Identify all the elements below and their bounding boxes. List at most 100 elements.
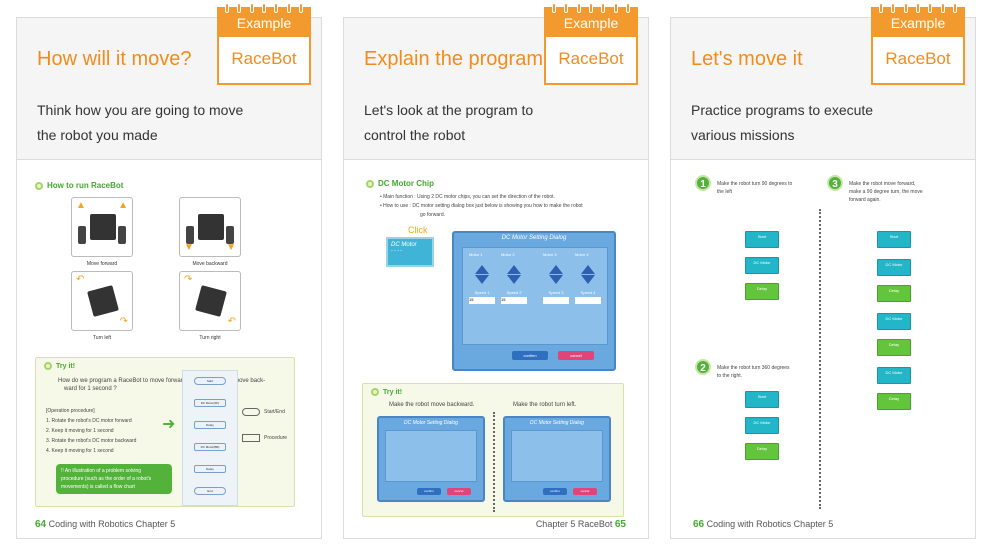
- tag-label-text: Example: [236, 15, 292, 31]
- mission-text: make a 90 degree turn, the move: [849, 189, 923, 195]
- dialog-title: DC Motor Setting Dialog: [501, 235, 567, 241]
- page-number: 66 Coding with Robotics Chapter 5: [693, 519, 834, 530]
- page-number: 64 Coding with Robotics Chapter 5: [35, 519, 176, 530]
- mission-number-badge: 1: [695, 175, 711, 191]
- card-header: Explain the program Let's look at the pr…: [344, 3, 648, 160]
- motor-column: Motor 1 Speed 1 15: [469, 252, 495, 304]
- delay-block: Delay: [877, 339, 911, 356]
- subtitle-line: Let's look at the program to: [364, 102, 534, 118]
- bullet-text: go forward.: [420, 212, 446, 218]
- start-block: Start: [745, 231, 779, 248]
- subtitle-line: control the robot: [364, 127, 466, 143]
- delay-block: Delay: [745, 443, 779, 460]
- binder-rings-icon: [225, 3, 303, 13]
- motor-column: Motor 4 Speed 4: [575, 252, 601, 304]
- tag-label: Example: [219, 3, 309, 37]
- dc-motor-block: DC Motor: [745, 417, 779, 434]
- up-arrow-icon: [469, 265, 495, 274]
- delay-block: Delay: [745, 283, 779, 300]
- page-preview: How to run RaceBot ▲▲ Move forward ▼▼ Mo…: [17, 161, 321, 538]
- click-label: Click: [408, 225, 428, 235]
- procedure-step: 4. Keep it moving for 1 second: [46, 448, 114, 454]
- binder-rings-icon: [552, 3, 630, 13]
- mission-text: the left: [717, 189, 733, 195]
- flow-chart: Start DC Motor(FF) Delay DC Motor(BB) De…: [182, 370, 238, 506]
- card-subtitle: Let's look at the program to control the…: [364, 98, 533, 148]
- tag-label-text: Example: [563, 15, 619, 31]
- page-preview: 1 Make the robot turn 90 degrees to the …: [671, 161, 975, 538]
- dc-motor-setting-dialog: DC Motor Setting Dialog Motor 1 Speed 1 …: [452, 231, 616, 371]
- dialog-body: Motor 1 Speed 1 15 Motor 2 Speed 2 15 Mo…: [462, 247, 608, 345]
- flow-step: DC Motor(FF): [194, 399, 226, 407]
- legend-label: Start/End: [264, 409, 285, 415]
- example-tag: Example RaceBot: [544, 3, 638, 85]
- card-explain-the-program: Explain the program Let's look at the pr…: [343, 3, 649, 539]
- mission-text: forward again.: [849, 197, 881, 203]
- flow-step: DC Motor(BB): [194, 443, 226, 451]
- delay-block: Delay: [877, 285, 911, 302]
- procedure-step: 3. Rotate the robot's DC motor backward: [46, 438, 137, 444]
- motor-column: Motor 2 Speed 2 15: [501, 252, 527, 304]
- card-title: Explain the program: [364, 48, 543, 70]
- subtitle-line: the robot you made: [37, 127, 158, 143]
- legend-label: Procedure: [264, 435, 288, 441]
- binder-rings-icon: [879, 3, 957, 13]
- robot-turn-right-image: ↷↶: [179, 271, 241, 331]
- flow-chart-note: !! An illustration of a problem solving …: [56, 464, 172, 494]
- card-title: Let's move it: [691, 48, 803, 70]
- tag-label: Example: [546, 3, 636, 37]
- flow-start: Start: [194, 377, 226, 385]
- bullet-text: • Main function : Using 2 DC motor chips…: [380, 194, 555, 200]
- arrow-right-icon: ➜: [162, 416, 176, 433]
- start-block: Start: [745, 391, 779, 408]
- try-question: How do we program a RaceBot to move forw…: [58, 378, 266, 384]
- dc-motor-chip: DC Motor- - - -: [386, 237, 434, 267]
- procedure-step: 1. Rotate the robot's DC motor forward: [46, 418, 132, 424]
- tag-label: Example: [873, 3, 963, 37]
- caption: Move backward: [192, 261, 228, 267]
- dc-motor-block: DC Motor: [877, 367, 911, 384]
- robot-backward-image: ▼▼: [179, 197, 241, 257]
- confirm-button[interactable]: confirm: [512, 351, 548, 360]
- tag-label-text: Example: [890, 15, 946, 31]
- flow-step: Delay: [194, 421, 226, 429]
- card-subtitle: Think how you are going to move the robo…: [37, 98, 243, 148]
- divider: [493, 412, 495, 512]
- try-instruction: Make the robot move backward.: [389, 402, 475, 408]
- page-number: Chapter 5 RaceBot 65: [535, 519, 626, 530]
- procedure-heading: [Operation procedure]: [46, 408, 95, 414]
- mission-text: Make the robot turn 90 degrees to: [717, 181, 793, 187]
- mission-number-badge: 2: [695, 359, 711, 375]
- subtitle-line: Think how you are going to move: [37, 102, 244, 118]
- legend-start-end-shape: [242, 408, 260, 416]
- card-subtitle: Practice programs to execute various mis…: [691, 98, 873, 148]
- try-it-box: Try it! Make the robot move backward. Ma…: [362, 383, 624, 517]
- section-title: How to run RaceBot: [35, 181, 123, 190]
- cancel-button[interactable]: cancel: [558, 351, 594, 360]
- mission-number-badge: 3: [827, 175, 843, 191]
- subtitle-line: various missions: [691, 127, 795, 143]
- dialog-thumbnail: DC Motor Setting Dialog confirm cancel: [503, 416, 611, 502]
- motor-column: Motor 3 Speed 3: [543, 252, 569, 304]
- caption: Turn right: [199, 335, 221, 341]
- example-tag: Example RaceBot: [871, 3, 965, 85]
- card-header: How will it move? Think how you are goin…: [17, 3, 321, 160]
- caption: Move forward: [86, 261, 118, 267]
- start-block: Start: [877, 231, 911, 248]
- down-arrow-icon: [469, 275, 495, 284]
- flow-end: End: [194, 487, 226, 495]
- dc-motor-block: DC Motor: [745, 257, 779, 274]
- try-question: ward for 1 second ?: [64, 386, 117, 392]
- card-lets-move-it: Let's move it Practice programs to execu…: [670, 3, 976, 539]
- delay-block: Delay: [877, 393, 911, 410]
- card-how-will-it-move: How will it move? Think how you are goin…: [16, 3, 322, 539]
- page-preview: DC Motor Chip • Main function : Using 2 …: [344, 161, 648, 538]
- procedure-step: 2. Keep it moving for 1 second: [46, 428, 114, 434]
- mission-text: to the right.: [717, 373, 743, 379]
- mission-text: Make the robot move forward,: [849, 181, 916, 187]
- subtitle-line: Practice programs to execute: [691, 102, 874, 118]
- tag-name: RaceBot: [231, 49, 297, 68]
- divider: [819, 209, 821, 509]
- legend-procedure-shape: [242, 434, 260, 442]
- speed-select: 15: [469, 297, 495, 304]
